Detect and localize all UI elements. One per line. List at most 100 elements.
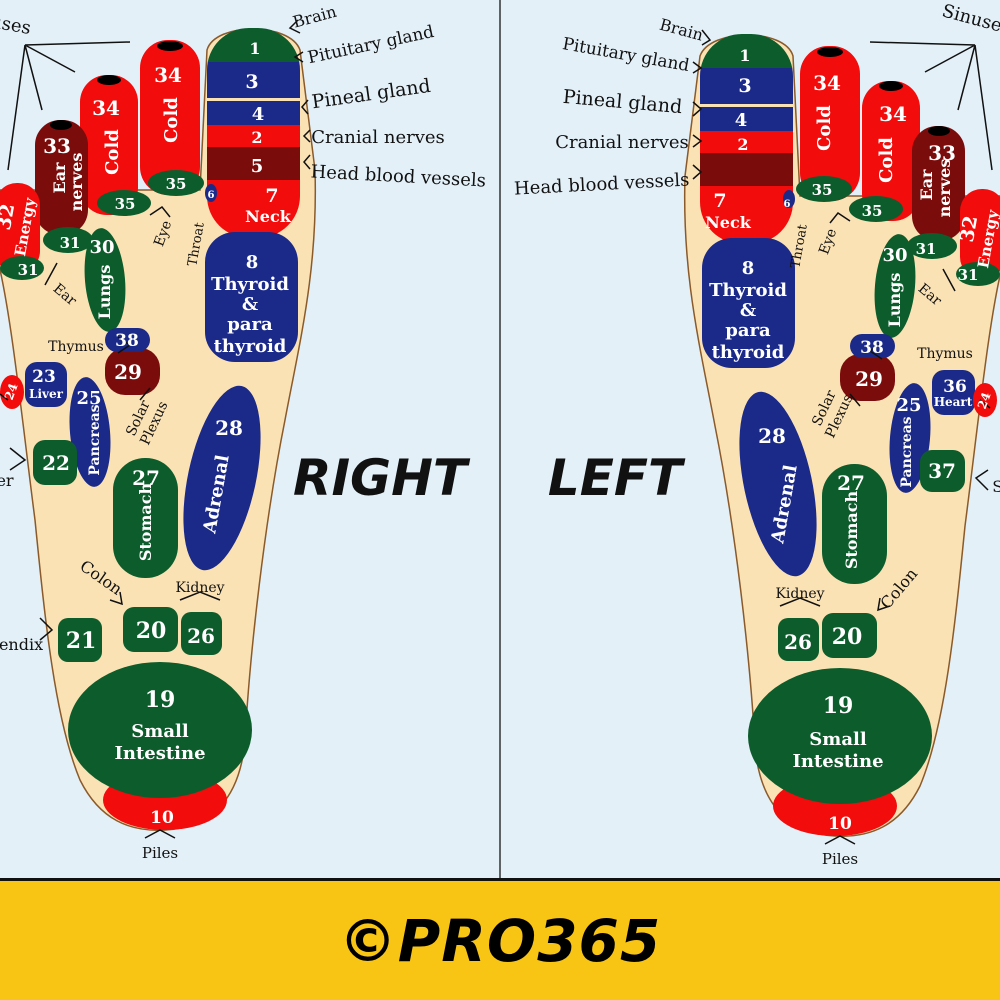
right-foot-zones-z7-zone-text: 7: [265, 185, 278, 207]
right-foot-zones-z30-zone-text: 30: [89, 237, 114, 258]
right-foot-zones-intestine-zone-text: Intestine: [114, 743, 205, 764]
left-foot-labels-pineal-label: Pineal gland: [562, 86, 683, 118]
left-foot-zones-z10-zone-text: 10: [828, 814, 852, 834]
right-foot-zones-liver-zone-text: Liver: [29, 387, 64, 401]
right-foot-zones-z21-zone-text: 21: [66, 628, 97, 654]
left-foot-zones-cold-b-zone-text: Cold: [876, 137, 897, 183]
left-zone-24: [973, 383, 997, 417]
right-zone-21: [58, 618, 102, 662]
right-foot-labels-pineal-label: Pineal gland: [310, 75, 432, 113]
left-foot-zones-pancreas-zone-text: Pancreas: [899, 416, 915, 487]
right-foot-title: RIGHT: [293, 449, 471, 507]
right-foot-zones-para-zone-text: para: [227, 314, 273, 335]
left-foot-zones-z35a-zone-text: 35: [812, 181, 833, 199]
left-foot-zones-intestine-zone-text: Intestine: [792, 751, 883, 772]
left-foot-labels-spleen-label: Spleen: [992, 477, 1000, 496]
right-foot-labels-appendix-label: Appendix: [0, 635, 43, 654]
right-foot-zones-z33-zone-text: 33: [43, 134, 71, 158]
left-foot-zones-z35b-zone-text: 35: [862, 202, 883, 220]
right-foot-zones-z31b-zone-text: 31: [18, 261, 39, 279]
right-zone-22: [33, 440, 77, 485]
left-zone-37: [920, 450, 965, 492]
left-foot-zones-z31b-zone-text: 31: [958, 266, 979, 284]
left-foot-zones-thyroid-zone-text: Thyroid: [709, 280, 787, 301]
left-foot-zones-para-zone-text: para: [725, 320, 771, 341]
right-foot-zones-z6-zone-text: 6: [208, 190, 215, 201]
right-foot-zones-stomach-zone-text: Stomach: [136, 482, 155, 561]
left-foot-zones-nerves-zone-text: nerves: [935, 159, 954, 218]
left-foot-labels-piles-label: Piles: [822, 850, 858, 868]
left-foot-zones-cold-a-zone-text: Cold: [814, 105, 835, 151]
right-foot-zones-z31a-zone-text: 31: [60, 234, 81, 252]
right-zone-23: [25, 362, 67, 407]
right-foot-zones-z4-zone-text: 4: [252, 104, 265, 125]
left-foot-zones-heart-zone-text: Heart: [934, 395, 973, 409]
right-foot-zones-thyroid2-zone-text: thyroid: [214, 336, 287, 357]
right-foot-labels-thymus-label: Thymus: [48, 339, 104, 355]
right-foot-zones-z5-zone-text: 5: [251, 156, 264, 177]
left-foot-title: LEFT: [548, 449, 686, 507]
left-foot-labels-brain-label: Brain: [658, 15, 706, 45]
left-foot-zones-z19-zone-text: 19: [823, 693, 854, 719]
left-foot-zones-thyroid2-zone-text: thyroid: [712, 342, 785, 363]
right-foot-zones-cold-b-zone-text: Cold: [102, 129, 123, 175]
right-foot-zones-small-zone-text: Small: [131, 721, 189, 742]
right-foot-zones-z26-zone-text: 26: [187, 624, 215, 648]
left-foot-zones-z36-zone-text: 36: [943, 377, 967, 397]
left-foot-zones-z32-zone-text: 32: [956, 214, 982, 244]
right-foot-zones-z32-zone-text: 32: [0, 202, 19, 232]
right-foot-zones-z35b-zone-text: 35: [115, 195, 136, 213]
right-foot-zones-neck-zone-text: Neck: [245, 207, 292, 226]
right-foot-zones-z25-zone-text: 25: [76, 388, 101, 409]
left-foot-zones-ear-zone-text: Ear: [917, 169, 936, 201]
right-foot-zones-z10-zone-text: 10: [150, 808, 174, 828]
left-foot-labels-kidney-label: Kidney: [775, 586, 824, 602]
right-foot-zones-z23-zone-text: 23: [32, 367, 56, 387]
left-foot-zones-z34b-zone-text: 34: [879, 102, 907, 126]
left-foot-zones-z6-zone-text: 6: [784, 199, 791, 210]
right-foot-zones-z2-zone-text: 2: [251, 128, 262, 147]
right-foot-zones-z35a-zone-text: 35: [166, 175, 187, 193]
right-foot-labels-piles-label: Piles: [142, 844, 178, 862]
left-foot-zones-z28-zone-text: 28: [758, 424, 786, 448]
right-foot-zones-pancreas-zone-text: Pancreas: [87, 404, 103, 475]
left-foot-zones-z1-zone-text: 1: [739, 46, 750, 65]
left-foot-zones-z8-zone-text: 8: [742, 258, 755, 279]
left-foot-zones-lungs-zone-text: Lungs: [885, 273, 904, 328]
right-foot-zones-thyroid-zone-text: Thyroid: [211, 274, 289, 295]
right-foot-labels-cranial-label: Cranial nerves: [311, 127, 445, 148]
right-foot-labels-bladder-fragment-label: er: [0, 471, 14, 490]
left-foot-labels-pituitary-label: Pituitary gland: [561, 34, 691, 76]
label-arrows: [0, 19, 993, 641]
left-foot-zones-z30-zone-text: 30: [882, 245, 907, 266]
right-foot-zones-amp-zone-text: &: [242, 294, 258, 315]
left-foot-zones-z2-zone-text: 2: [737, 135, 748, 154]
right-foot-zones-z28-zone-text: 28: [215, 416, 243, 440]
right-foot-zones-z22-zone-text: 22: [42, 451, 70, 475]
left-foot-zones-z38-zone-text: 38: [860, 338, 884, 358]
right-foot-zones-z38-zone-text: 38: [115, 331, 139, 351]
right-foot-zones-ear-zone-text: Ear: [50, 162, 69, 194]
right-foot-zones-z34b-zone-text: 34: [92, 96, 120, 120]
right-foot-labels-head-blood-label: Head blood vessels: [310, 161, 486, 191]
right-foot-zones-z1-zone-text: 1: [249, 39, 260, 58]
right-foot-labels-pituitary-label: Pituitary gland: [306, 22, 436, 68]
right-zone-24: [0, 375, 24, 409]
right-foot-zones-z29-zone-text: 29: [114, 360, 142, 384]
right-foot-zones-z34a-zone-text: 34: [154, 63, 182, 87]
left-foot-zones-z7-zone-text: 7: [713, 190, 726, 212]
right-foot-zones-z19-zone-text: 19: [145, 687, 176, 713]
left-foot-zones-z24-zone-text: 24: [975, 390, 994, 410]
left-foot-zones-z26-zone-text: 26: [784, 630, 812, 654]
left-foot-zones-z3-zone-text: 3: [738, 75, 751, 97]
left-foot-labels-sinuses-label: Sinuses: [940, 0, 1000, 39]
left-foot-zones-z31a-zone-text: 31: [916, 240, 937, 258]
right-foot-zones-z20-zone-text: 20: [136, 618, 167, 644]
left-foot-zones-amp-zone-text: &: [740, 300, 756, 321]
left-foot-zones-z33-zone-text: 33: [928, 141, 956, 165]
footer-banner: ©PRO365: [0, 878, 1000, 1000]
left-foot-zones-z25-zone-text: 25: [896, 395, 921, 416]
left-foot-zones-z27-zone-text: 27: [837, 471, 865, 495]
right-foot-zones-z27-zone-text: 27: [132, 466, 160, 490]
right-foot-labels-brain-label: Brain: [291, 2, 339, 32]
